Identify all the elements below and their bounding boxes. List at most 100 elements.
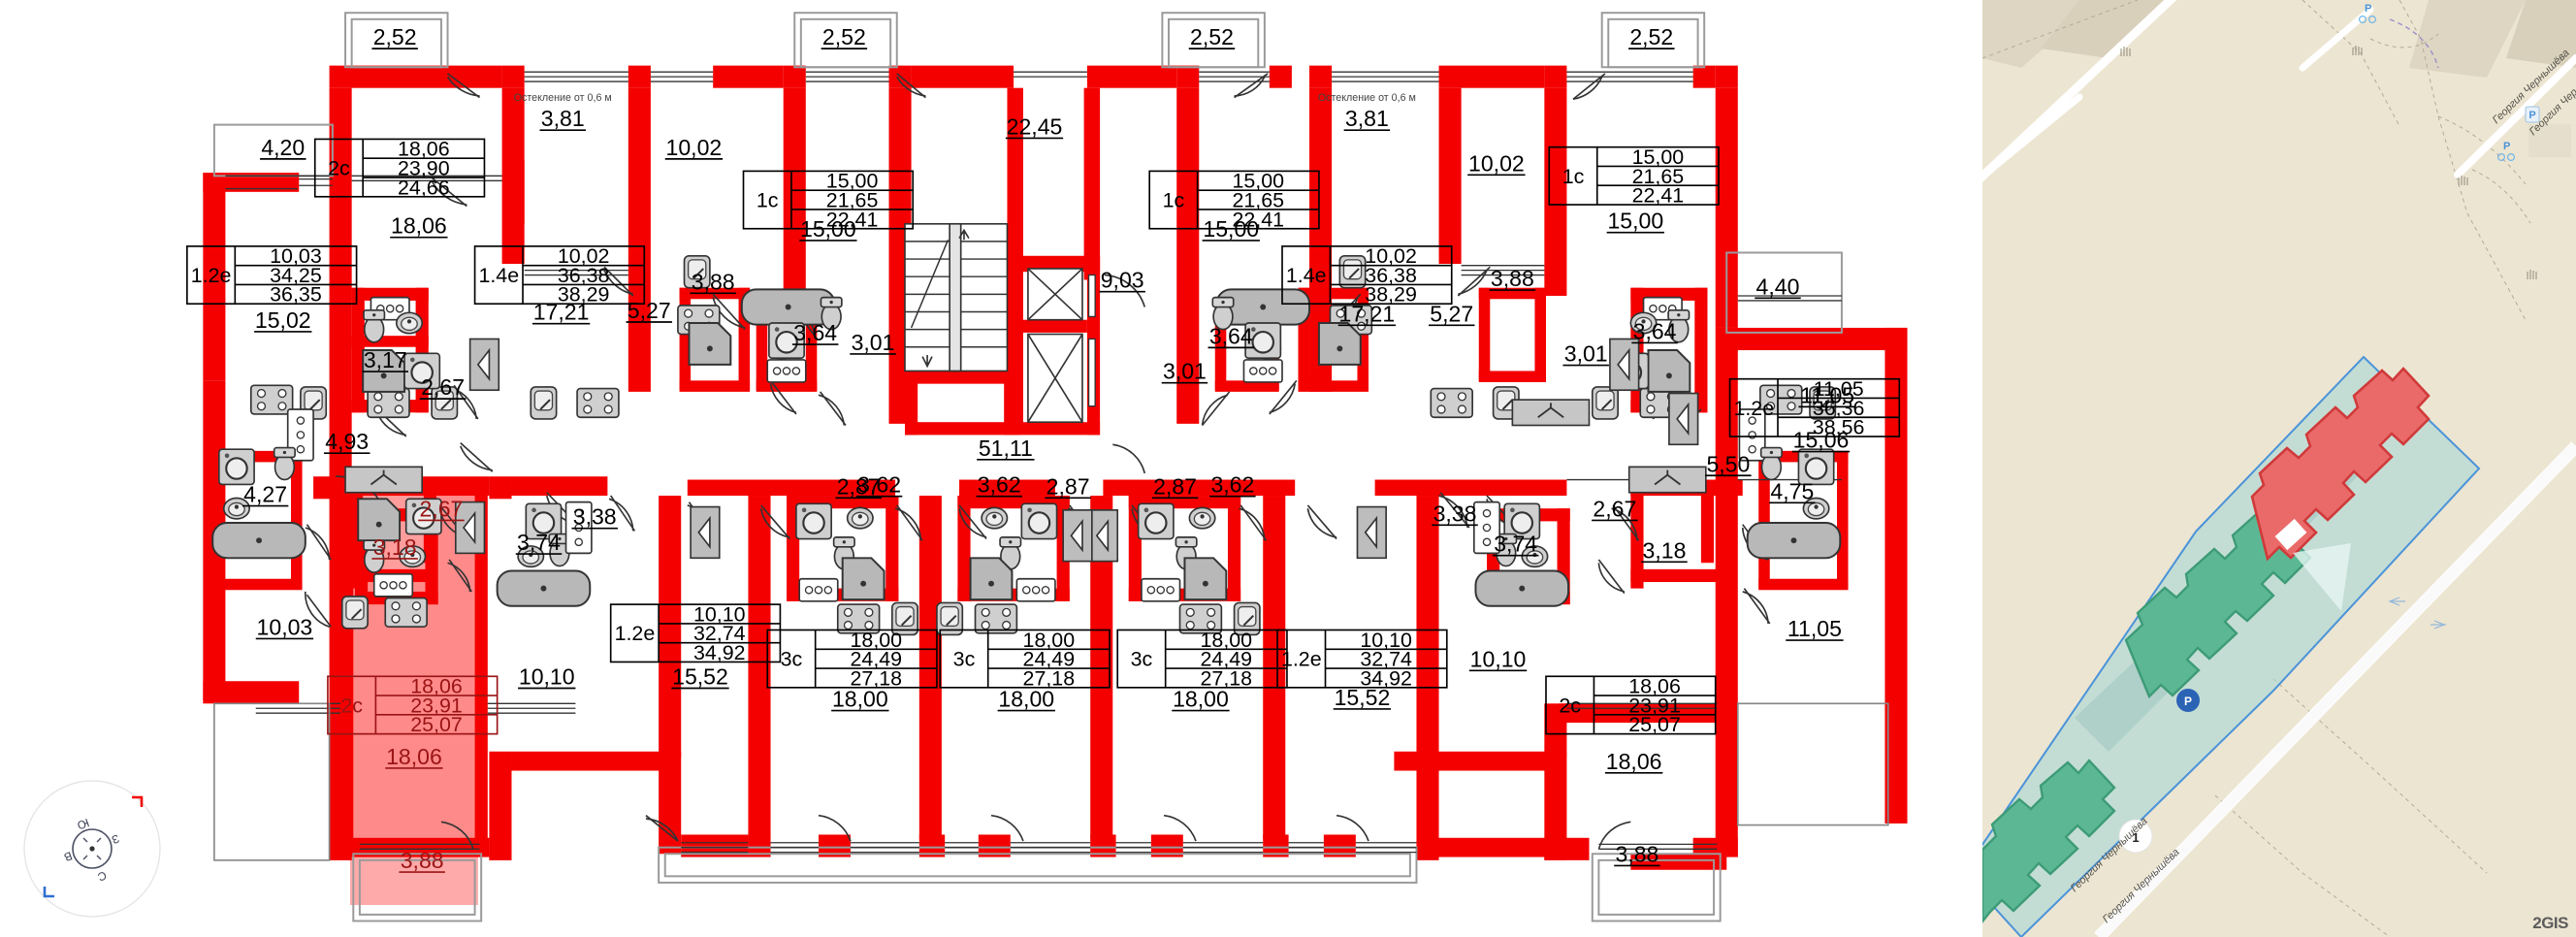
- room-area-label: 11,05: [1787, 616, 1842, 641]
- room-area-label: 3,62: [1210, 472, 1254, 498]
- room-area-label: 3,74: [517, 530, 561, 555]
- apartment-total-area: 27,18: [1023, 666, 1076, 690]
- table-border: [1548, 145, 1720, 206]
- room-area-label: 3,38: [1433, 501, 1477, 526]
- room-area-label: 3,62: [978, 472, 1021, 498]
- room-area-label: 3,81: [541, 106, 585, 131]
- room-area-label: 3,81: [1345, 106, 1389, 131]
- map-roads: [1982, 0, 2576, 937]
- glazing-note: Остекление от 0,6 м: [514, 92, 612, 104]
- map-attribution: 2GIS: [2532, 914, 2568, 932]
- table-border: [766, 629, 938, 689]
- compass-west: З: [110, 831, 121, 847]
- apartment-rooms-area: 18,00: [1201, 629, 1253, 652]
- apartment-type: 1.2е: [615, 622, 656, 645]
- room-area-label: 3,88: [1491, 266, 1534, 291]
- room-area-label: 10,02: [666, 135, 723, 160]
- room-area-label: 5,27: [628, 298, 671, 323]
- apartment-rooms-area: 15,00: [1632, 145, 1685, 169]
- room-area-label: 11,05: [1800, 382, 1854, 407]
- table-border: [609, 603, 782, 663]
- apartment-living-area: 36,38: [1365, 264, 1417, 287]
- map-blocks: [1982, 0, 2576, 78]
- apartment-total-area: 22,41: [1232, 208, 1284, 231]
- apartment-type: 1с: [757, 188, 779, 211]
- apartment-rooms-area: 10,02: [558, 244, 610, 268]
- room-area-label: 18,06: [1606, 749, 1662, 774]
- apartment-total-area: 34,92: [693, 641, 746, 664]
- parking-label: P: [2184, 695, 2192, 708]
- room-area-label: 10,03: [257, 614, 313, 639]
- room-area-label: 15,02: [255, 307, 311, 333]
- svg-text:P: P: [2528, 110, 2535, 121]
- apartment-living-area: 32,74: [693, 622, 746, 645]
- apartment-type: 1.2е: [191, 264, 232, 287]
- apartment-living-area: 21,65: [1632, 165, 1685, 188]
- apartment-total-area: 36,35: [270, 283, 322, 307]
- apartment-total-area: 25,07: [410, 713, 463, 736]
- apartment-rooms-area: 10,02: [1365, 244, 1417, 268]
- apartment-rooms-area: 18,06: [1628, 675, 1681, 698]
- apartment-type: 1.2е: [1733, 397, 1774, 420]
- compass-south: Ю: [76, 816, 91, 832]
- map-road-arrows: [2388, 597, 2446, 630]
- map-number-marker[interactable]: 1: [2118, 819, 2153, 854]
- apartment-rooms-area: 18,00: [851, 629, 903, 652]
- apartment-living-area: 32,74: [1360, 648, 1412, 671]
- marker-number: 1: [2132, 830, 2139, 845]
- room-area-label: 2,52: [373, 24, 417, 49]
- room-area-label: 51,11: [979, 436, 1033, 461]
- room-area-label: 15,06: [1793, 428, 1850, 453]
- room-area-label: 3,17: [364, 347, 407, 372]
- apartment-living-area: 34,25: [270, 264, 322, 287]
- svg-text:P: P: [2503, 141, 2510, 152]
- room-area-label: 15,52: [1335, 685, 1391, 710]
- room-area-label: 3,74: [1494, 532, 1537, 557]
- apartment-type: 2с: [328, 157, 350, 180]
- apartment-type: 3с: [953, 648, 976, 671]
- room-area-label: 3,88: [1616, 842, 1659, 867]
- room-area-label: 3,38: [573, 504, 617, 530]
- apartment-living-area: 24,49: [1023, 648, 1076, 671]
- room-area-label: 10,10: [1470, 646, 1527, 671]
- apartment-type-tables[interactable]: 2с18,0623,9024,661.2е10,0334,2536,351.4е…: [186, 138, 1901, 737]
- apartment-type: 3с: [781, 648, 803, 671]
- map-selected-building[interactable]: [2250, 367, 2431, 562]
- apartment-total-area: 38,29: [1365, 283, 1417, 307]
- table-border: [313, 138, 486, 198]
- map-poi-icons: P P P: [2120, 3, 2571, 279]
- apartment-total-area: 38,29: [558, 283, 610, 307]
- map-paths: [1982, 0, 2531, 937]
- room-area-label: 15,00: [1607, 209, 1663, 234]
- apartment-type: 2с: [1559, 694, 1581, 717]
- room-area-label: 4,27: [243, 482, 287, 507]
- map-parking-marker[interactable]: P: [2176, 689, 2200, 712]
- location-map-pane[interactable]: P 1 P P P: [1982, 0, 2576, 937]
- room-area-label: 18,06: [386, 744, 442, 769]
- room-area-label: 4,40: [1756, 274, 1800, 299]
- room-area-label: 3,88: [401, 848, 444, 873]
- room-area-label: 10,02: [1468, 150, 1525, 176]
- room-area-label: 18,00: [832, 687, 888, 712]
- map-entrance-cone: [2274, 518, 2351, 611]
- floor-plan-drawing[interactable]: 2,522,522,522,524,203,8110,0215,0022,459…: [0, 0, 1982, 937]
- apartment-rooms-area: 10,03: [270, 244, 322, 268]
- apartment-type: 1с: [1562, 165, 1585, 188]
